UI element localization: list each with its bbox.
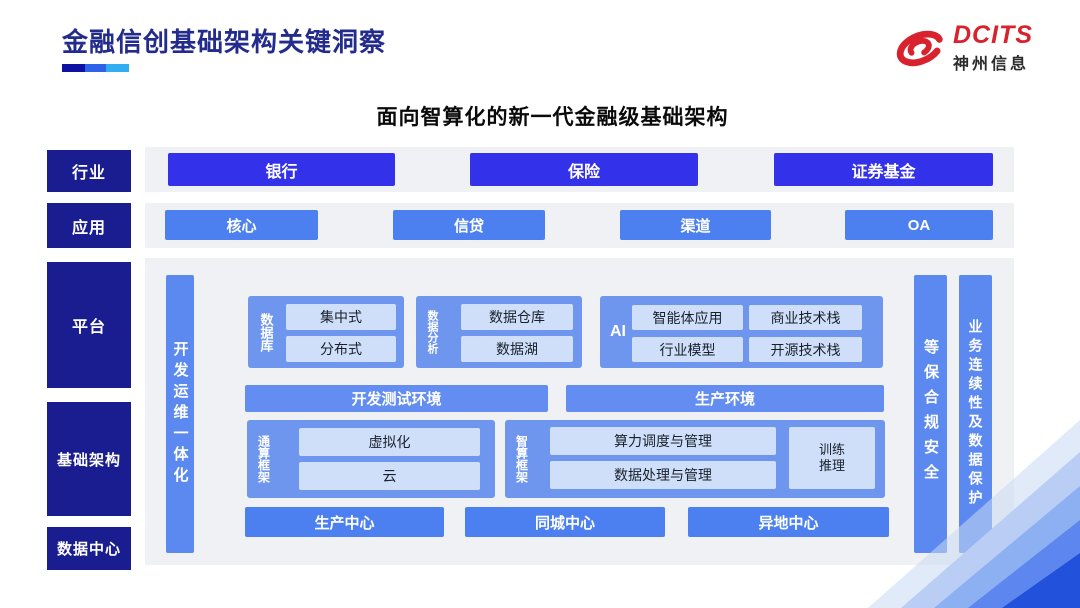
app-box-credit: 信贷 (393, 210, 545, 240)
side-label-datacenter: 数据中心 (47, 527, 131, 570)
title-underline (62, 64, 129, 72)
general-compute-label: 通算框架 (256, 435, 271, 483)
side-label-application: 应用 (47, 203, 131, 248)
logo-company-text: 神州信息 (953, 55, 1030, 73)
chip-distributed: 分布式 (286, 336, 396, 362)
app-box-core: 核心 (165, 210, 318, 240)
app-box-channel: 渠道 (620, 210, 771, 240)
chip-agent-apps: 智能体应用 (632, 305, 743, 330)
inference-line: 推理 (818, 458, 845, 473)
side-label-industry: 行业 (47, 150, 131, 192)
chip-compute-scheduling: 算力调度与管理 (550, 427, 776, 455)
logo-brand-text: DCITS (953, 20, 1033, 49)
underline-segment-light (106, 64, 129, 72)
company-logo: DCITS 神州信息 (893, 18, 1058, 78)
database-group-label: 数据库 (258, 312, 274, 352)
chip-centralized: 集中式 (286, 304, 396, 330)
diagram-title: 面向智算化的新一代金融级基础架构 (376, 106, 729, 129)
ai-group-label: AI (610, 323, 626, 340)
chip-opensource-stack: 开源技术栈 (749, 337, 862, 362)
training-line: 训练 (818, 441, 845, 457)
chip-datalake: 数据湖 (461, 336, 573, 362)
intelligent-compute-label: 智算框架 (514, 435, 529, 483)
chip-commercial-stack: 商业技术栈 (749, 305, 862, 330)
page-title: 金融信创基础架构关键洞察 (62, 27, 387, 57)
center-box-remote: 异地中心 (688, 507, 889, 537)
security-vertical-bar: 等保合规安全 (914, 275, 947, 553)
underline-segment-dark (62, 64, 85, 72)
app-box-oa: OA (845, 210, 993, 240)
dcits-swirl-icon (896, 30, 943, 67)
chip-datawarehouse: 数据仓库 (461, 304, 573, 330)
production-env-bar: 生产环境 (566, 385, 884, 412)
chip-industry-models: 行业模型 (632, 337, 743, 362)
center-box-samecity: 同城中心 (465, 507, 665, 537)
devtest-env-bar: 开发测试环境 (245, 385, 548, 412)
chip-data-processing: 数据处理与管理 (550, 461, 776, 489)
analytics-group-label: 数据分析 (426, 310, 438, 354)
chip-training-inference: 训练 推理 (789, 427, 875, 489)
devops-vertical-bar: 开发运维一体化 (166, 275, 194, 553)
industry-box-securities: 证券基金 (774, 153, 993, 186)
industry-box-insurance: 保险 (470, 153, 698, 186)
side-label-platform: 平台 (47, 262, 131, 388)
chip-cloud: 云 (299, 462, 480, 490)
side-label-infrastructure: 基础架构 (47, 402, 131, 516)
center-box-production: 生产中心 (245, 507, 444, 537)
industry-box-bank: 银行 (168, 153, 395, 186)
underline-segment-mid (85, 64, 106, 72)
chip-virtualization: 虚拟化 (299, 428, 480, 456)
